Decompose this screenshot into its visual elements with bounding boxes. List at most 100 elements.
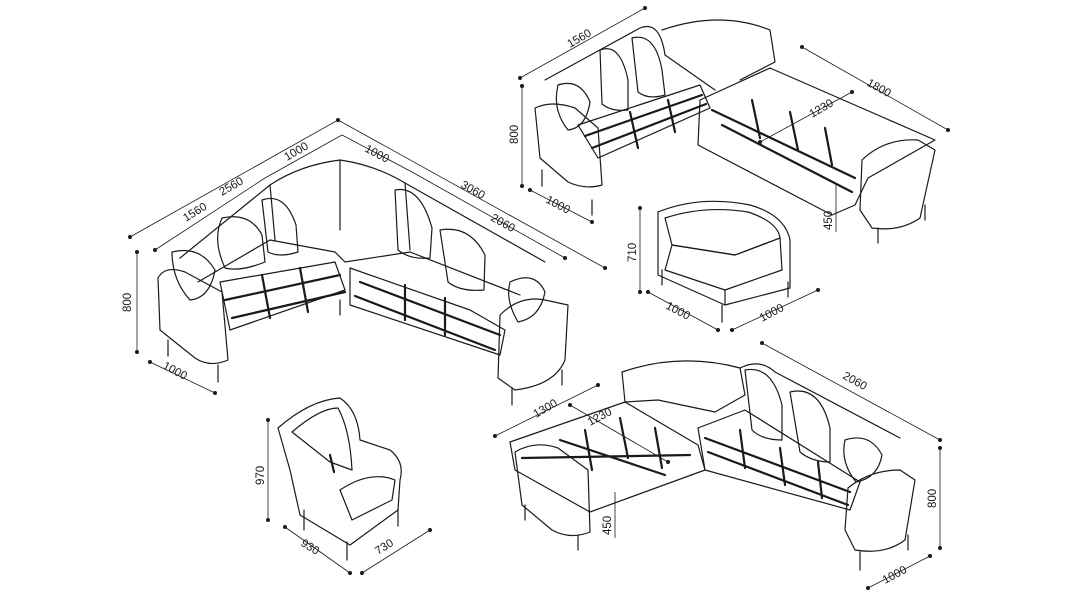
dim-dot	[760, 341, 764, 345]
dim-dot	[360, 571, 364, 575]
dim-dot	[348, 571, 352, 575]
backrest-top	[179, 159, 546, 263]
bed-stripe	[750, 98, 762, 140]
dim-dot	[643, 6, 647, 10]
seat-stripe	[358, 280, 502, 337]
arm-left	[514, 444, 591, 537]
dim-dot	[153, 248, 157, 252]
backrest-top	[544, 26, 716, 91]
back-seam	[404, 182, 411, 251]
chair-seat	[339, 476, 396, 521]
corner-sofa-large: 2560 1560 1000 1000 3060 2060 800 1000	[122, 118, 607, 406]
bed-stripe	[653, 426, 664, 470]
dim-dot	[666, 460, 670, 464]
dim-dot	[493, 434, 497, 438]
seat-stripe	[738, 428, 747, 470]
dim-dot	[266, 418, 270, 422]
dim-text-right-sofa: 2060	[489, 212, 517, 235]
dim-dot	[428, 528, 432, 532]
dim-dot	[135, 250, 139, 254]
arm-right	[844, 469, 916, 552]
dim-line-depth	[529, 189, 593, 223]
dim-text-height: 800	[509, 125, 521, 144]
corner-sofa-bed-bottom: 1300 1230 450 2060 800 1000	[493, 341, 942, 590]
dim-text-height: 800	[927, 489, 939, 508]
corner-back	[661, 19, 776, 81]
back-cushion	[394, 188, 433, 259]
seat-right	[349, 267, 506, 356]
dim-text-height: 710	[627, 243, 639, 262]
dim-dot	[850, 90, 854, 94]
bed-stripe	[710, 108, 857, 180]
dim-dot	[528, 188, 532, 192]
seat-stripe	[703, 436, 852, 494]
dim-text-corner-2: 1000	[363, 143, 391, 166]
chair-back	[291, 407, 353, 471]
seat	[697, 409, 861, 511]
back-cushion	[744, 368, 783, 441]
dim-text-depth: 1000	[881, 564, 909, 587]
dim-text-bed-inner: 1230	[808, 97, 836, 120]
dim-line-corner-2	[341, 134, 413, 173]
dim-text-height: 970	[255, 466, 267, 485]
arm-right	[859, 139, 936, 230]
arm-right	[497, 298, 569, 391]
bed-stripe	[823, 126, 834, 167]
dim-text-depth: 1000	[161, 360, 189, 383]
bed-stripe	[720, 123, 854, 194]
dim-dot	[603, 266, 607, 270]
seat	[577, 84, 711, 159]
chair-button	[328, 453, 336, 474]
dim-line-bed-inner	[569, 404, 669, 463]
backrest-base	[197, 239, 521, 296]
dim-dot	[938, 546, 942, 550]
seat-stripe	[816, 460, 824, 500]
backrest-top	[739, 363, 901, 439]
seat-stripe	[706, 450, 850, 507]
dim-line-overall	[129, 119, 339, 238]
pillow	[843, 437, 883, 483]
dim-dot	[928, 554, 932, 558]
arm-left	[534, 103, 603, 188]
seat-stripe	[223, 273, 342, 302]
seat-stripe	[583, 93, 704, 138]
dim-text-sofa-width: 1560	[566, 27, 594, 50]
dim-text-bed-length: 1800	[865, 77, 893, 100]
dim-text-height: 800	[122, 293, 134, 312]
corner-sofa-bed-top: 1560 800 1000 1800 1230 450	[509, 6, 950, 244]
seat-stripe	[628, 110, 640, 150]
seat-stripe	[590, 102, 708, 150]
dim-line-width-2	[731, 289, 819, 331]
dim-text-width-2: 1000	[758, 302, 786, 325]
back-cushion	[631, 36, 666, 98]
module-seat	[664, 237, 783, 291]
dim-line-bed-inner	[759, 91, 853, 143]
dim-dot	[520, 184, 524, 188]
bed-stripe	[520, 453, 692, 460]
dim-line-left-sofa	[154, 177, 266, 251]
dim-line-right-sofa	[411, 171, 566, 259]
dim-line-width	[284, 526, 351, 574]
dim-dot	[938, 446, 942, 450]
dim-dot	[938, 438, 942, 442]
dim-text-seat-height: 450	[823, 211, 835, 230]
arm-left	[157, 268, 229, 365]
pillow	[171, 249, 216, 301]
bed-stripe	[788, 110, 800, 152]
back-cushion	[599, 48, 629, 111]
bed-stripe	[618, 416, 630, 460]
dim-line-width-1	[647, 291, 719, 331]
chair-body	[277, 397, 402, 546]
seat-stripe	[666, 98, 677, 134]
dim-dot	[800, 45, 804, 49]
dim-line-depth	[867, 555, 931, 589]
corner-back	[621, 360, 746, 413]
dim-text-width-1: 1000	[664, 300, 692, 323]
dim-dot	[568, 403, 572, 407]
dim-line-sofa-width	[761, 342, 941, 441]
dim-line-sofa-width	[519, 7, 646, 79]
seat-stripe	[353, 294, 497, 352]
dim-line-depth	[149, 361, 216, 394]
